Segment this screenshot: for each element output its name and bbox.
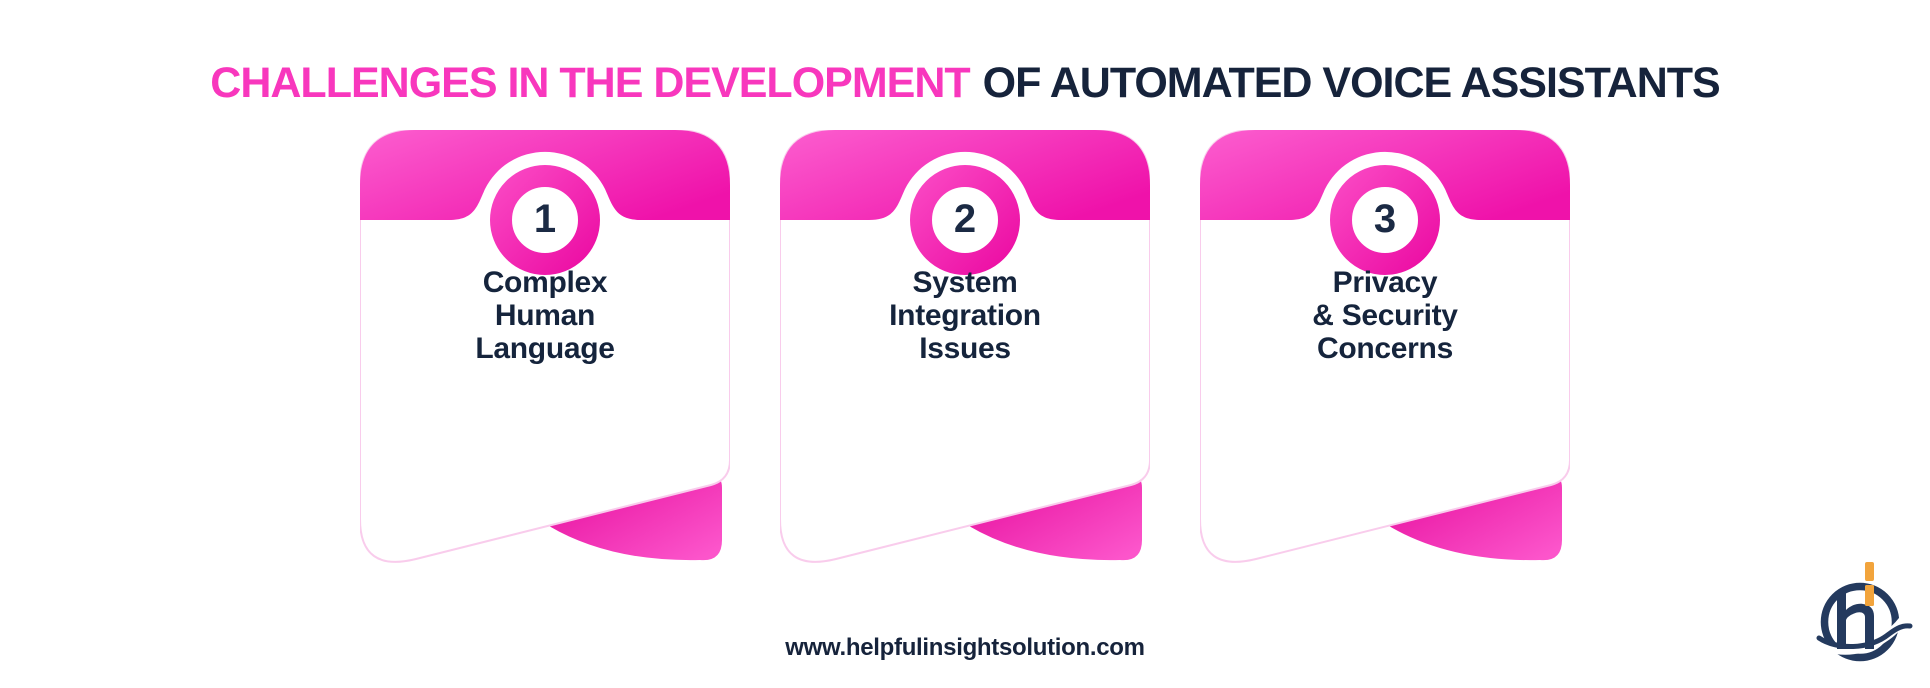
title-rest: OF AUTOMATED VOICE ASSISTANTS [982, 58, 1721, 107]
card-ribbon-shape [549, 476, 722, 561]
card-label: Privacy & Security Concerns [1312, 266, 1458, 365]
challenge-card-2: 2 System Integration Issues [780, 130, 1150, 575]
title-highlight: CHALLENGES IN THE DEVELOPMENT [210, 58, 970, 107]
logo-letter-h [1837, 593, 1874, 649]
logo-letter-i-dot [1865, 562, 1874, 581]
card-number: 2 [953, 197, 977, 242]
challenge-cards: 1 Complex Human Language 2 System Integr… [360, 130, 1570, 575]
helpful-insight-logo [1812, 562, 1913, 662]
card-label: System Integration Issues [889, 266, 1041, 365]
card-label: Complex Human Language [475, 266, 615, 365]
logo-swoosh [1816, 623, 1913, 650]
number-badge-ring [910, 165, 1020, 275]
logo-letter-i-stem [1865, 585, 1874, 606]
number-badge-ring [490, 165, 600, 275]
card-header-shape [360, 130, 730, 220]
card-ribbon-shape [1389, 476, 1562, 561]
card-shape-graphic [1200, 130, 1570, 563]
number-badge-ring [1330, 165, 1440, 275]
card-number: 1 [533, 197, 557, 242]
card-number: 3 [1373, 197, 1397, 242]
challenge-card-1: 1 Complex Human Language [360, 130, 730, 575]
challenge-card-3: 3 Privacy & Security Concerns [1200, 130, 1570, 575]
card-shape-graphic [360, 130, 730, 563]
card-header-shape [780, 130, 1150, 220]
card-header-shape [1200, 130, 1570, 220]
card-ribbon-shape [969, 476, 1142, 561]
card-shape-graphic [780, 130, 1150, 563]
logo-ring [1820, 582, 1900, 662]
website-url: www.helpfulinsightsolution.com [785, 634, 1145, 661]
